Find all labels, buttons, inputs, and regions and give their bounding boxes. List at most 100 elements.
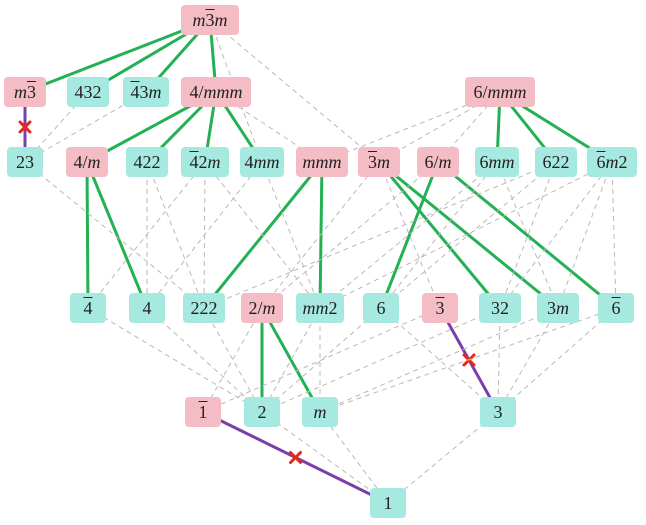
edge-dashed [387, 411, 499, 504]
group-node-4m: 4/m [66, 147, 108, 177]
node-label-part: 6 [611, 297, 621, 318]
node-label-part: 3 [435, 297, 445, 318]
edge-strong [260, 307, 322, 413]
group-node-422: 422 [126, 147, 168, 177]
edge-dashed [146, 161, 263, 309]
group-node-4: 4 [129, 293, 165, 323]
edge-dashed [202, 307, 263, 413]
group-node-2: 2 [244, 397, 280, 427]
edge-strong [24, 18, 211, 94]
node-label-part: 4 [244, 151, 254, 172]
node-label-part: 4 [189, 151, 199, 172]
node-label-part: 4 [83, 297, 93, 318]
group-node-1b: 1 [185, 397, 221, 427]
group-node-1: 1 [370, 488, 406, 518]
node-label-part: 23 [16, 151, 34, 172]
node-label-part: m [207, 151, 221, 172]
group-node-6m: 6/m [417, 147, 459, 177]
edge-dashed [204, 161, 321, 309]
edge-dashed [380, 161, 498, 309]
edge-dashed [87, 161, 206, 309]
node-label-part: 1 [198, 401, 208, 422]
node-label-part: 2 [618, 151, 628, 172]
edge-dashed [203, 161, 557, 309]
edge-dashed [261, 161, 439, 309]
edge-dashed [146, 161, 205, 309]
edge-dashed [146, 307, 263, 413]
edge-dashed [319, 161, 498, 309]
node-label-part: 2/ [248, 297, 263, 318]
node-label-part: 2 [257, 401, 267, 422]
group-node-3b: 3 [422, 293, 458, 323]
edge-dashed [203, 307, 263, 413]
group-node-23: 23 [7, 147, 43, 177]
group-node-m: m [302, 397, 338, 427]
edge-strong [85, 161, 149, 309]
edge-dashed [319, 307, 559, 413]
edge-dashed [557, 161, 613, 309]
node-label-part: m [313, 401, 327, 422]
node-label-part: 32 [491, 297, 509, 318]
node-label-part: m [556, 297, 569, 318]
forbidden-x-icon [289, 451, 302, 464]
node-label-part: m [148, 81, 162, 102]
edge-dashed [611, 161, 617, 309]
edge-strong [379, 161, 440, 309]
node-label-part: 1 [383, 492, 393, 513]
group-node-3: 3 [480, 397, 516, 427]
node-label-part: 6 [479, 151, 489, 172]
node-label-part: 3 [27, 81, 36, 102]
node-label-part: 622 [542, 151, 570, 172]
forbidden-x-icon [18, 120, 32, 134]
edge-dashed [261, 161, 380, 309]
node-label-part: 2 [328, 297, 338, 318]
node-label-part: m [14, 81, 27, 102]
edge-dashed [87, 307, 263, 413]
node-label-part: mm [302, 297, 329, 318]
node-label-part: mm [488, 151, 515, 172]
node-label-part: mmm [302, 151, 342, 172]
node-label-part: 3 [368, 151, 377, 172]
group-node-6: 6 [363, 293, 399, 323]
edge-dashed [261, 411, 389, 504]
edge-dashed [499, 161, 613, 309]
node-label-part: m [605, 151, 619, 172]
node-label-part: 3 [139, 81, 149, 102]
node-label-part: 6 [376, 297, 386, 318]
edge-dashed [319, 411, 389, 504]
edge-dashed [497, 307, 559, 413]
node-label-part: 4/ [189, 81, 204, 102]
group-node-4mmm: 4/mmm [181, 77, 251, 107]
node-label-part: 2 [198, 151, 208, 172]
node-label-part: m [87, 151, 101, 172]
node-label-part: m [377, 151, 390, 172]
node-label-part: 3 [493, 401, 503, 422]
node-label-part: 4/ [73, 151, 88, 172]
group-node-432: 432 [67, 77, 109, 107]
group-node-32: 32 [479, 293, 521, 323]
edge-dashed [319, 161, 613, 309]
node-label-part: 4 [142, 297, 152, 318]
node-label-part: m [262, 297, 276, 318]
node-label-part: mmm [487, 81, 527, 102]
node-label-part: 432 [74, 81, 102, 102]
group-node-222: 222 [183, 293, 225, 323]
edge-dashed [261, 307, 321, 413]
node-label-part: 4 [130, 81, 140, 102]
edge-dashed [437, 91, 501, 163]
edge-dashed [202, 307, 441, 413]
group-node-mmm: mmm [296, 147, 348, 177]
edge-dashed [380, 161, 557, 309]
edge-dashed [261, 161, 321, 309]
